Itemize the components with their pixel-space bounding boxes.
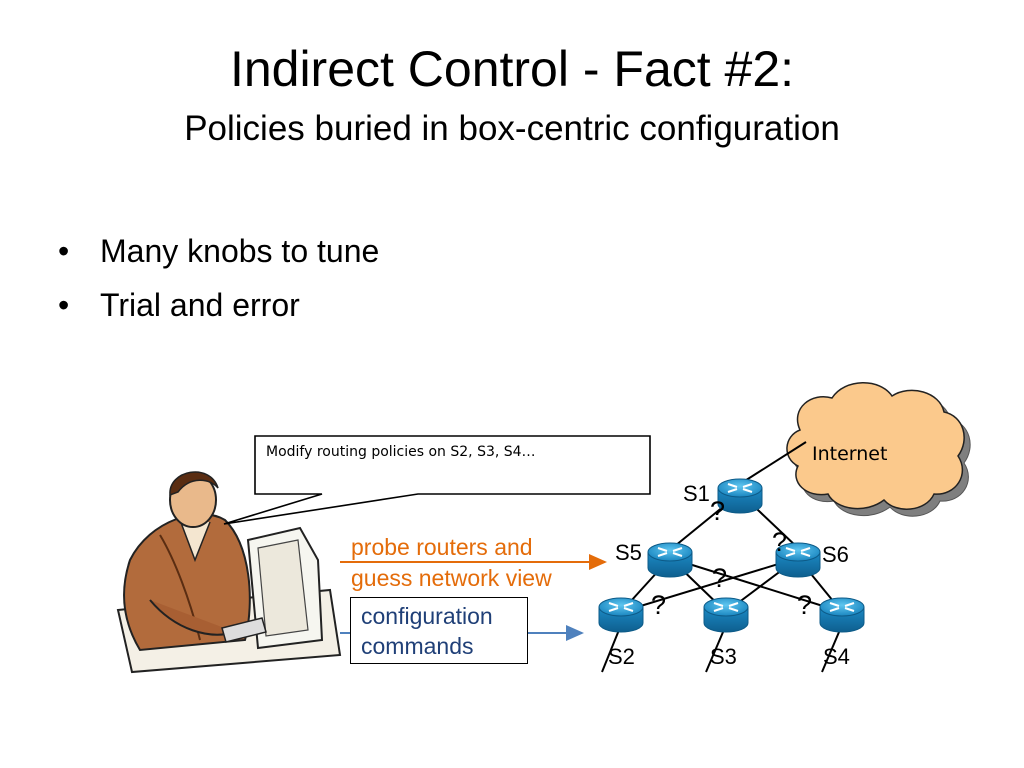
router-label-s4: S4	[823, 644, 850, 669]
probe-label-line: probe routers and	[351, 534, 533, 560]
router-label-s5: S5	[615, 540, 642, 565]
internet-cloud-icon	[786, 382, 971, 517]
router-label-s2: S2	[608, 644, 635, 669]
router-label-s1: S1	[683, 481, 710, 506]
router-icon-s3	[703, 597, 749, 633]
slide-subtitle: Policies buried in box-centric configura…	[184, 109, 840, 148]
speech-bubble	[223, 435, 651, 525]
router-label-s3: S3	[710, 644, 737, 669]
router-icon-s4	[819, 597, 865, 633]
question-mark: ?	[710, 496, 726, 526]
router-icon-s5	[647, 542, 693, 578]
person-at-computer-icon	[116, 471, 342, 674]
callout-text: Modify routing policies on S2, S3, S4…	[266, 444, 536, 460]
internet-label: Internet	[812, 443, 888, 465]
config-label-line: commands	[361, 633, 474, 659]
question-mark: ?	[712, 563, 728, 593]
router-label-s6: S6	[822, 542, 849, 567]
question-mark: ?	[651, 590, 667, 620]
probe-label: probe routers and guess network view	[351, 532, 552, 594]
slide-title: Indirect Control - Fact #2:	[229, 41, 795, 97]
question-mark: ?	[772, 527, 788, 557]
config-label-box: configuration commands	[350, 597, 528, 664]
bullet-list: Many knobs to tune Trial and error	[58, 224, 379, 332]
bullet-item: Many knobs to tune	[58, 224, 379, 278]
config-label-line: configuration	[361, 603, 493, 629]
question-mark: ?	[797, 590, 813, 620]
probe-label-line: guess network view	[351, 565, 552, 591]
bullet-item: Trial and error	[58, 278, 379, 332]
router-icon-s2	[598, 597, 644, 633]
